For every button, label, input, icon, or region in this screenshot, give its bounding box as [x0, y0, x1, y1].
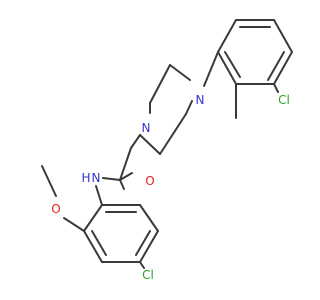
atom-label-o-methoxy: O — [51, 202, 60, 216]
bond-ring-a-4 — [273, 51, 293, 85]
bond-ring-a-4-inner — [267, 51, 285, 81]
bond-co-2 — [119, 179, 125, 190]
bond-ring-b-4 — [139, 230, 159, 263]
bond-n-ch2 — [130, 134, 141, 149]
bond-co-1 — [119, 172, 133, 181]
molecule-canvas: Cl N N O N H O Cl — [41, 19, 293, 282]
atom-label-cl-top: Cl — [278, 93, 290, 107]
bond-ring-a-3 — [273, 19, 293, 53]
bond-pip-2 — [149, 64, 171, 104]
atom-label-n-amide: N — [92, 171, 101, 185]
bond-pip-5 — [159, 113, 187, 155]
bond-aryl-n — [203, 51, 219, 87]
atom-label-cl-bottom: Cl — [142, 268, 154, 282]
bond-ring-b-1 — [83, 204, 103, 232]
bond-ring-a-6 — [217, 51, 237, 85]
bond-ring-b-2 — [83, 230, 103, 263]
molecule-structure: Cl N N O N H O Cl — [41, 19, 293, 282]
bond-ring-b-4-inner — [135, 230, 151, 256]
bond-pip-4 — [139, 134, 161, 155]
atom-label-group: Cl N N O N H O Cl — [51, 93, 290, 282]
bond-ring-a-1 — [217, 19, 237, 53]
atom-label-n-piperazine-right: N — [196, 93, 205, 107]
bond-o-methyl — [41, 165, 57, 197]
atom-label-h-amide: H — [81, 171, 90, 185]
bond-c-cl-bottom — [139, 261, 145, 269]
bond-n-ring — [95, 185, 103, 206]
bond-pip-1 — [169, 64, 191, 81]
bond-ring-b-5 — [139, 204, 159, 232]
atom-label-n-piperazine-left: N — [142, 121, 151, 135]
bond-c-cl-top — [273, 83, 279, 93]
bond-ring-ome — [63, 217, 85, 232]
bond-pip-6 — [185, 100, 193, 115]
bond-ch2-co — [119, 147, 132, 181]
bond-ring-a-6-inner — [224, 51, 241, 78]
bond-group — [41, 19, 293, 269]
bond-ring-b-2-inner — [91, 230, 107, 256]
atom-label-o-carbonyl: O — [145, 174, 154, 188]
bond-c-n-amide — [102, 177, 121, 181]
